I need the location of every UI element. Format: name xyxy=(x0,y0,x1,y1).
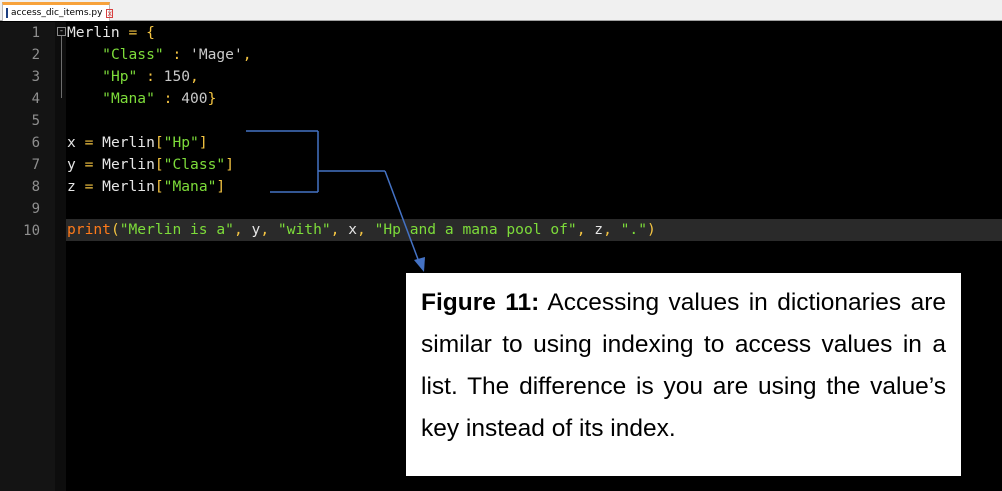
operator: , xyxy=(260,221,278,238)
identifier: y xyxy=(67,156,76,173)
identifier: Merlin xyxy=(102,156,155,173)
identifier: Merlin xyxy=(102,178,155,195)
line-number: 2 xyxy=(31,47,40,63)
operator: : xyxy=(154,90,182,107)
arrowhead-icon xyxy=(414,257,425,272)
line-number: 9 xyxy=(31,201,40,217)
identifier: y xyxy=(251,221,261,238)
string-literal: "with" xyxy=(277,221,331,238)
code-line-6[interactable]: x = Merlin["Hp"] xyxy=(67,132,208,154)
code-line-4[interactable]: "Mana" : 400} xyxy=(67,88,216,110)
line-number: 10 xyxy=(23,223,40,239)
operator: , xyxy=(576,221,595,238)
operator: = xyxy=(75,134,103,151)
string-literal: "Mana" xyxy=(163,178,217,195)
identifier: z xyxy=(594,221,604,238)
current-line-highlight xyxy=(66,219,1002,241)
operator: , xyxy=(242,46,252,63)
line-number: 3 xyxy=(31,69,40,85)
number-literal: 400 xyxy=(181,90,208,107)
identifier: x xyxy=(67,134,76,151)
code-line-2[interactable]: "Class" : 'Mage', xyxy=(67,44,252,66)
operator: : xyxy=(163,46,191,63)
tab-bar: access_dic_items.py x xyxy=(0,0,1002,21)
bracket: ] xyxy=(225,156,234,173)
figure-label: Figure 11: xyxy=(421,289,540,316)
brace: { xyxy=(146,24,155,41)
close-tab-icon[interactable]: x xyxy=(106,8,114,18)
identifier: Merlin xyxy=(102,134,155,151)
code-line-1[interactable]: Merlin = { xyxy=(67,22,155,44)
operator: = xyxy=(119,24,147,41)
fold-margin xyxy=(55,22,66,491)
bracket: ] xyxy=(198,134,208,151)
line-number: 5 xyxy=(31,113,40,129)
line-number: 1 xyxy=(31,25,40,41)
string-literal: 'Mage' xyxy=(190,46,243,63)
tab-filename: access_dic_items.py xyxy=(11,8,103,18)
operator: , xyxy=(357,221,375,238)
file-tab[interactable]: access_dic_items.py x xyxy=(2,2,114,21)
operator: , xyxy=(330,221,349,238)
line-number: 6 xyxy=(31,135,40,151)
string-literal: "Hp" xyxy=(102,68,138,85)
line-number: 8 xyxy=(31,179,40,195)
identifier: x xyxy=(348,221,358,238)
operator: = xyxy=(75,156,103,173)
fold-guide-line xyxy=(61,36,62,98)
python-file-icon xyxy=(6,8,8,18)
figure-caption: Figure 11: Accessing values in dictionar… xyxy=(406,273,961,476)
bracket: [ xyxy=(154,178,164,195)
string-literal: "Class" xyxy=(163,156,226,173)
string-literal: "Hp" xyxy=(163,134,199,151)
string-literal: "Mana" xyxy=(102,90,155,107)
caption-text: Accessing values in dictionaries are sim… xyxy=(421,289,946,442)
operator: , xyxy=(603,221,621,238)
paren: ) xyxy=(647,221,656,238)
string-literal: "." xyxy=(620,221,647,238)
bracket: [ xyxy=(154,156,164,173)
string-literal: "Hp and a mana pool of" xyxy=(374,221,577,238)
line-number-gutter: 1 2 3 4 5 6 7 8 9 10 xyxy=(0,22,55,491)
string-literal: "Merlin is a" xyxy=(119,221,234,238)
operator: , xyxy=(233,221,252,238)
code-line-3[interactable]: "Hp" : 150, xyxy=(67,66,199,88)
bracket: ] xyxy=(216,178,226,195)
bracket: [ xyxy=(154,134,164,151)
operator: , xyxy=(190,68,199,85)
paren: ( xyxy=(110,221,120,238)
code-line-8[interactable]: z = Merlin["Mana"] xyxy=(67,176,225,198)
identifier: z xyxy=(67,178,76,195)
number-literal: 150 xyxy=(163,68,191,85)
fold-collapse-icon[interactable]: - xyxy=(57,26,66,36)
operator: : xyxy=(137,68,164,85)
code-line-10[interactable]: print("Merlin is a", y, "with", x, "Hp a… xyxy=(67,219,656,241)
code-line-7[interactable]: y = Merlin["Class"] xyxy=(67,154,234,176)
line-number: 4 xyxy=(31,91,40,107)
keyword-print: print xyxy=(67,221,111,238)
identifier: Merlin xyxy=(67,24,120,41)
brace: } xyxy=(207,90,217,107)
operator: = xyxy=(75,178,103,195)
string-literal: "Class" xyxy=(102,46,164,63)
pointer-line xyxy=(384,170,420,263)
line-number: 7 xyxy=(31,157,40,173)
